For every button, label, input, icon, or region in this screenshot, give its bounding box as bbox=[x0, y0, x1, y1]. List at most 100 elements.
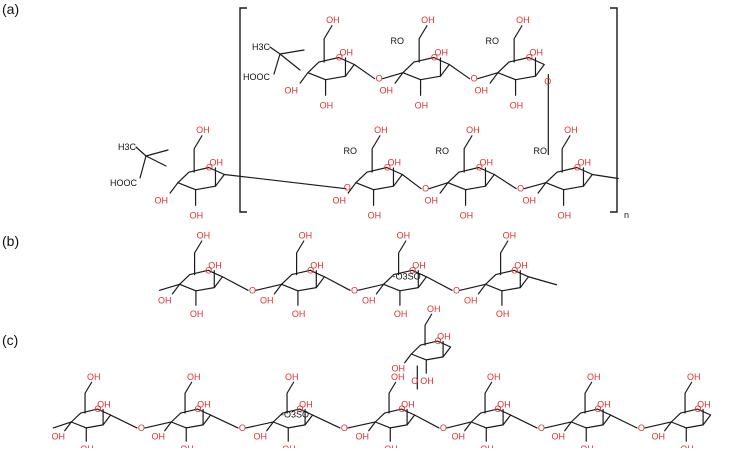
pyranose-ring bbox=[273, 240, 325, 306]
c2-hydroxyl: OH bbox=[514, 260, 528, 270]
c4-bond bbox=[368, 421, 376, 432]
c2-hydroxyl: OH bbox=[401, 399, 415, 409]
c6-hydroxyl: OH bbox=[374, 125, 388, 135]
pyruvate-group-top: HOOC H3C bbox=[243, 42, 305, 82]
glycosidic-oxygen: O bbox=[538, 423, 545, 433]
glycosidic-links-layer bbox=[52, 63, 672, 429]
c2-hydroxyl: OH bbox=[529, 47, 543, 57]
c6-arm bbox=[561, 135, 571, 173]
chain-continuation bbox=[591, 173, 619, 180]
c6-hydroxyl: OH bbox=[326, 15, 340, 25]
c6-arm bbox=[500, 240, 509, 276]
backbone-link-c2 bbox=[209, 414, 274, 429]
c4-hydroxyl: OH bbox=[464, 296, 478, 306]
methyl-label-top: H3C bbox=[252, 42, 271, 52]
c4-hydroxyl: OH bbox=[152, 432, 166, 442]
chain-end-b bbox=[527, 276, 558, 286]
ring-oxygen: O bbox=[434, 336, 441, 346]
c4-hydroxyl: OH bbox=[452, 432, 466, 442]
pyranose-ring bbox=[664, 381, 712, 442]
c3-hydroxyl: OH bbox=[368, 210, 382, 220]
backbone-link-b3 bbox=[425, 276, 487, 291]
c6-hydroxyl: OH bbox=[285, 372, 299, 382]
ring-bonds bbox=[670, 408, 712, 429]
ring-oxygen: O bbox=[476, 162, 483, 172]
c2-hydroxyl: OH bbox=[412, 260, 426, 270]
pyranose-ring bbox=[564, 381, 612, 442]
glycosidic-oxygen: O bbox=[351, 285, 358, 295]
ring-bonds bbox=[281, 269, 325, 292]
atom-labels-layer: OOHOHOHOHOOHOHOHOHROOOHOHOHOHROOOHOHOHOH… bbox=[52, 15, 711, 453]
pyranose-ring bbox=[299, 25, 355, 96]
c6-hydroxyl: OH bbox=[427, 304, 441, 314]
c6-hydroxyl: OH bbox=[391, 372, 405, 382]
c4-bond bbox=[477, 283, 487, 295]
c4-hydroxyl: OH bbox=[254, 432, 268, 442]
backbone-link-a0 bbox=[223, 173, 347, 190]
c4-bond bbox=[266, 421, 274, 432]
backbone-link-c6 bbox=[609, 414, 672, 429]
ring-bonds bbox=[545, 166, 593, 191]
backbone-link-b2 bbox=[323, 276, 385, 291]
c4-bond bbox=[164, 421, 172, 432]
c2-hydroxyl: OH bbox=[577, 157, 591, 167]
glycosidic-oxygen: O bbox=[376, 74, 383, 84]
c6-hydroxyl: OH bbox=[197, 231, 211, 241]
c2-hydroxyl: OH bbox=[310, 260, 324, 270]
glycosidic-oxygen: O bbox=[638, 423, 645, 433]
c3-hydroxyl: OH bbox=[282, 444, 296, 448]
c6-arm bbox=[513, 25, 523, 63]
c6-hydroxyl: OH bbox=[87, 372, 101, 382]
ring-bonds bbox=[177, 166, 225, 191]
backbone-link-c5 bbox=[509, 414, 572, 429]
c6-hydroxyl: OH bbox=[196, 125, 210, 135]
c3-hydroxyl: OH bbox=[180, 444, 194, 448]
sulfate-ester-label: -O3SO bbox=[281, 409, 309, 419]
c4-hydroxyl: OH bbox=[356, 432, 370, 442]
c4-bond bbox=[404, 353, 412, 364]
ring-oxygen: O bbox=[594, 404, 601, 414]
ring-oxygen: O bbox=[431, 52, 438, 62]
c4-bond bbox=[664, 421, 672, 432]
c4-bond bbox=[564, 421, 572, 432]
ring-oxygen: O bbox=[94, 404, 101, 414]
c4-hydroxyl: OH bbox=[52, 432, 66, 442]
c4-bond bbox=[464, 421, 472, 432]
pyruvate-group-left: HOOC H3C bbox=[110, 142, 169, 188]
panel-label-b: (b) bbox=[2, 233, 19, 249]
ring-oxygen: O bbox=[384, 162, 391, 172]
sulfate-ester-label: -O3SO bbox=[393, 271, 421, 281]
glycosidic-oxygen: O bbox=[517, 184, 524, 194]
c2-hydroxyl: OH bbox=[299, 399, 313, 409]
glycosidic-oxygen: O bbox=[453, 285, 460, 295]
c3-hydroxyl: OH bbox=[80, 444, 94, 448]
ring-bonds bbox=[307, 56, 355, 81]
c4-bond bbox=[394, 72, 404, 84]
c6-arm bbox=[684, 381, 693, 414]
ring-oxygen: O bbox=[409, 265, 416, 275]
c4-hydroxyl: OH bbox=[475, 85, 489, 95]
c6-hydroxyl: OH bbox=[299, 231, 313, 241]
carboxyl-label: HOOC bbox=[110, 178, 138, 188]
c2-hydroxyl: OH bbox=[97, 399, 111, 409]
c4-hydroxyl: OH bbox=[285, 85, 299, 95]
c3-hydroxyl: OH bbox=[420, 376, 434, 386]
ro-substituent: RO bbox=[344, 146, 358, 156]
c2-hydroxyl: OH bbox=[479, 157, 493, 167]
repeat-unit-bracket: n bbox=[239, 7, 629, 220]
ro-substituent: RO bbox=[436, 146, 450, 156]
ring-bonds bbox=[570, 408, 612, 429]
panel-label-a: (a) bbox=[2, 1, 19, 17]
c4-bond bbox=[171, 283, 181, 295]
c6-arm bbox=[286, 381, 295, 414]
pyranose-ring bbox=[477, 240, 529, 306]
ring-bonds bbox=[410, 340, 452, 361]
ro-substituent: RO bbox=[534, 146, 548, 156]
glycosidic-oxygen: O bbox=[239, 423, 246, 433]
ring-oxygen: O bbox=[574, 162, 581, 172]
sidechain-link-a2 bbox=[448, 63, 499, 80]
pyranose-ring bbox=[368, 381, 416, 442]
c4-bond bbox=[299, 72, 309, 84]
backbone-link-c3 bbox=[311, 414, 376, 429]
